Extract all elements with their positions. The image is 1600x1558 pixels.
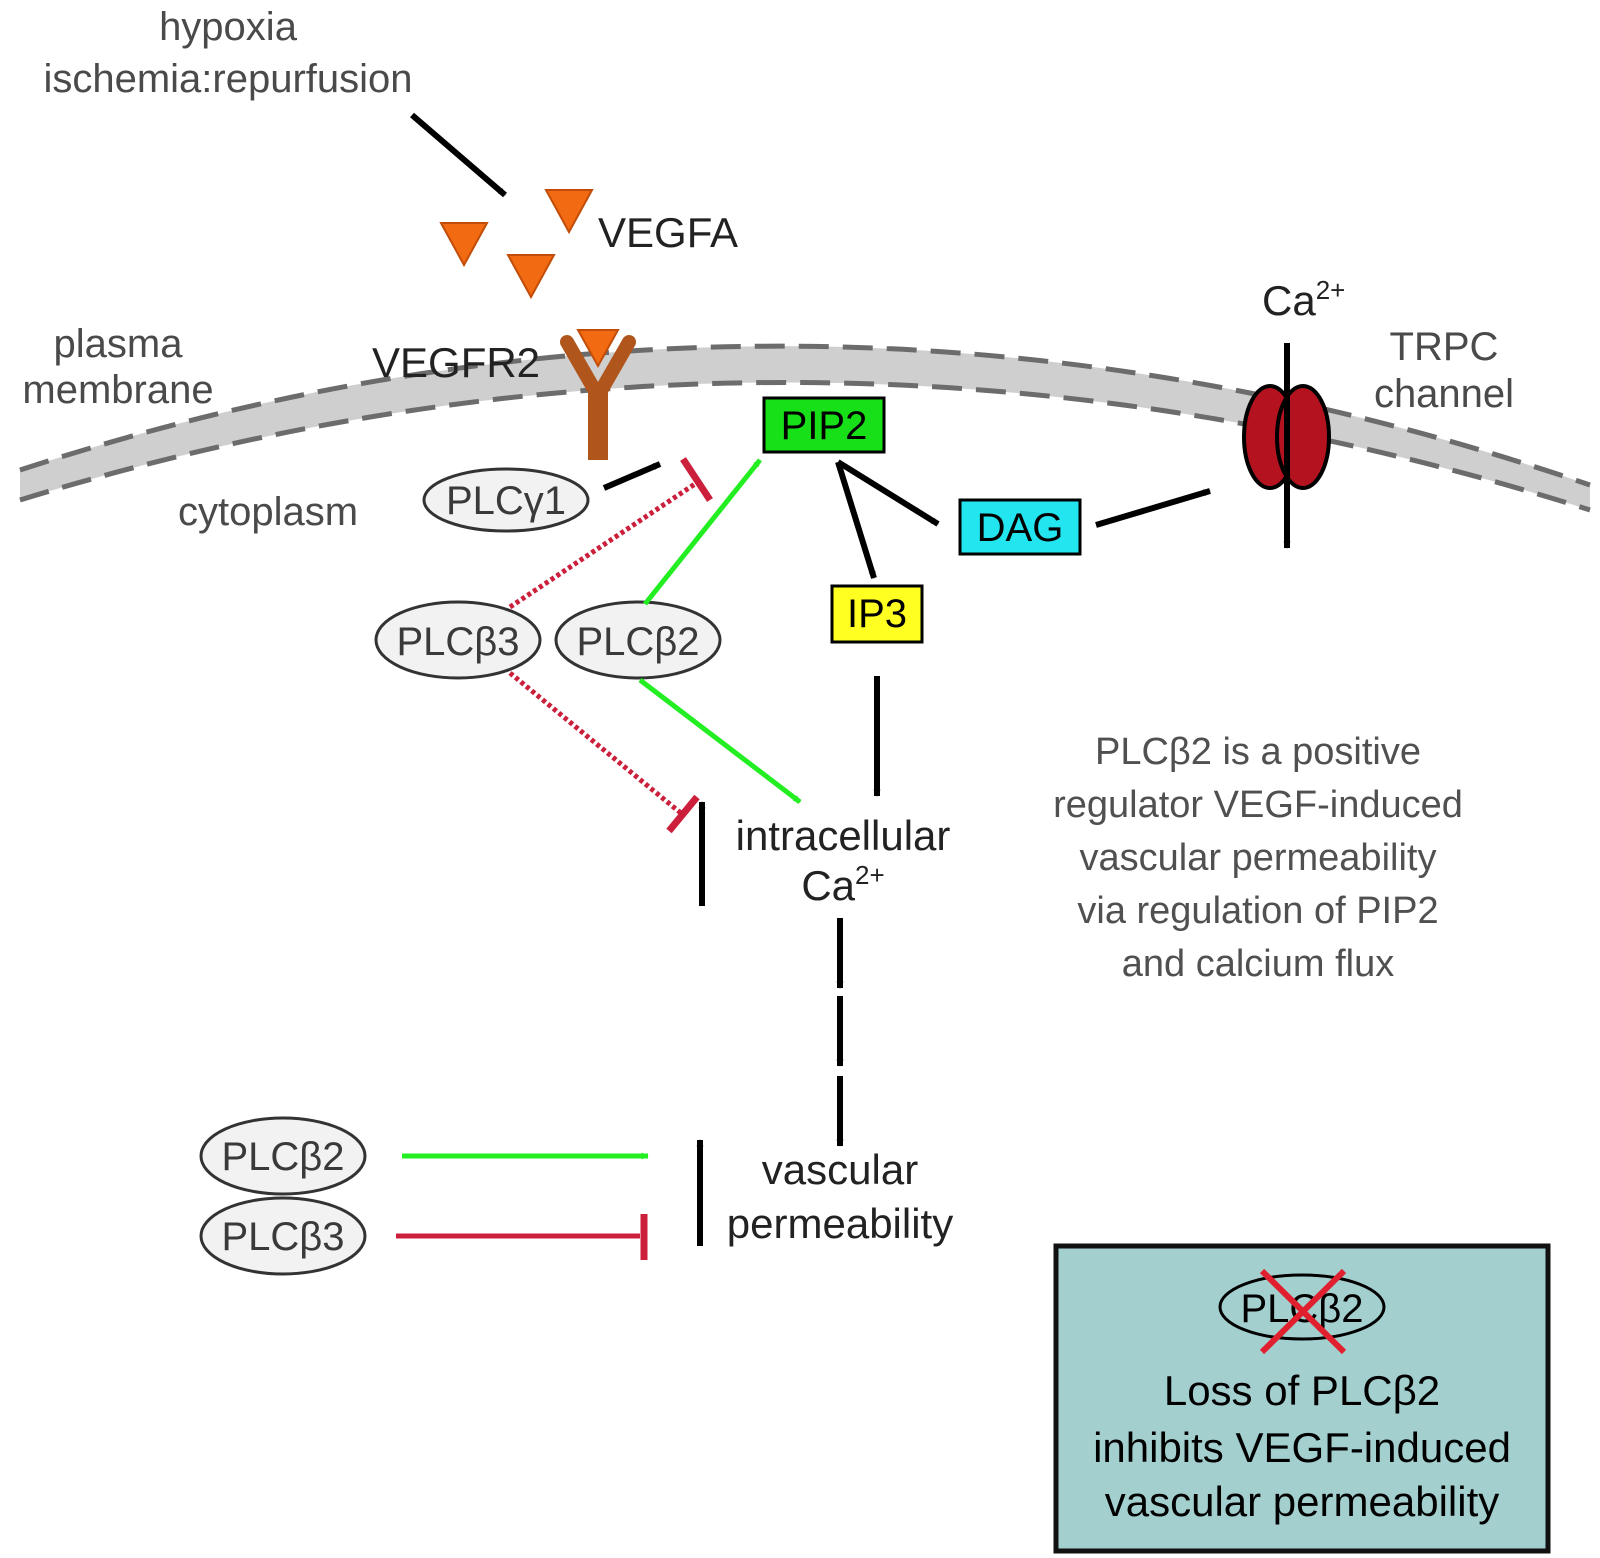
calcium-extracellular-label: Ca2+: [1262, 275, 1345, 324]
knockout-cross-icon: [1259, 1268, 1347, 1355]
dag-label: DAG: [977, 506, 1064, 550]
vascular-permeability-line2: permeability: [727, 1200, 953, 1247]
stimulus-label-line2: ischemia:repurfusion: [43, 57, 412, 101]
plcb2-to-calcium-arrow: [638, 678, 802, 804]
pip2-label: PIP2: [781, 404, 868, 448]
membrane-inner-dashes: [19, 379, 1591, 513]
legend-plcb2-label: PLCβ2: [221, 1135, 344, 1179]
explanatory-note: PLCβ2 is a positive regulator VEGF-induc…: [1053, 731, 1463, 985]
vegfr2-arms: [560, 335, 636, 403]
plcb2-to-pip2-arrow: [643, 458, 762, 606]
plcb3-inhibits-calcium-bar: [666, 794, 700, 834]
legend-plcb2-oval: [199, 1116, 367, 1196]
summary-line-1: Loss of PLCβ2: [1164, 1367, 1440, 1414]
pip2-box: [762, 396, 886, 454]
plcb2-oval: [554, 600, 722, 680]
summary-box: PLCβ2 Loss of PLCβ2 inhibits VEGF-induce…: [1053, 1243, 1551, 1554]
plcb3-label: PLCβ3: [396, 620, 519, 664]
trpc-label-line1: TRPC: [1390, 325, 1499, 369]
membrane-label-line2: membrane: [22, 368, 213, 412]
vegfr2-stem: [588, 392, 608, 460]
plcg1-label: PLCγ1: [446, 479, 566, 523]
vegfa-ligands: [439, 189, 594, 300]
note-line-3: vascular permeability: [1080, 837, 1437, 879]
pip2-to-ip3-arrow: [835, 461, 877, 579]
trpc-label-line2: channel: [1374, 372, 1514, 416]
note-line-4: via regulation of PIP2: [1077, 890, 1438, 932]
vegfa-triangle-2: [439, 222, 489, 268]
vegfr2-label: VEGFR2: [372, 339, 540, 386]
stimulus-arrow: [410, 112, 507, 198]
intracellular-calcium-line1: intracellular: [736, 812, 951, 859]
dag-to-trpc-arrow: [1095, 488, 1211, 528]
plcg1-oval: [422, 467, 590, 533]
legend-plcb3-label: PLCβ3: [221, 1215, 344, 1259]
vegfa-triangle-3: [506, 254, 556, 300]
vascular-permeability-line1: vascular: [762, 1146, 918, 1193]
dag-box: [958, 498, 1082, 556]
pip2-to-dag-arrow: [836, 459, 940, 527]
vegfr2-receptor: [560, 329, 636, 460]
ip3-box: [830, 584, 924, 644]
vegfa-triangle-1: [544, 189, 594, 235]
note-line-5: and calcium flux: [1122, 943, 1394, 985]
vegfa-label: VEGFA: [598, 209, 738, 256]
note-line-1: PLCβ2 is a positive: [1095, 731, 1421, 773]
plcb3-inhibits-calcium-line: [508, 671, 684, 816]
legend-plcb3-oval: [199, 1196, 367, 1276]
ip3-label: IP3: [847, 592, 907, 636]
cytoplasm-label: cytoplasm: [178, 490, 358, 534]
plasma-membrane: [20, 346, 1590, 510]
stimulus-label-line1: hypoxia: [159, 5, 298, 49]
vegfr2-bound-vegfa: [576, 329, 620, 369]
summary-line-3: vascular permeability: [1105, 1478, 1500, 1525]
plcb3-oval: [374, 600, 542, 680]
plcb3-inhibits-plcg1-bar: [680, 457, 713, 502]
note-line-2: regulator VEGF-induced: [1053, 784, 1463, 826]
plcb2-label: PLCβ2: [576, 620, 699, 664]
plcb3-inhibits-plcg1-line: [508, 479, 700, 610]
membrane-outer-dashes: [19, 343, 1591, 488]
membrane-label-line1: plasma: [54, 322, 184, 366]
summary-line-2: inhibits VEGF-induced: [1093, 1424, 1511, 1471]
plcg1-activation-arrow: [602, 461, 662, 491]
intracellular-calcium-line2: Ca2+: [801, 860, 884, 909]
